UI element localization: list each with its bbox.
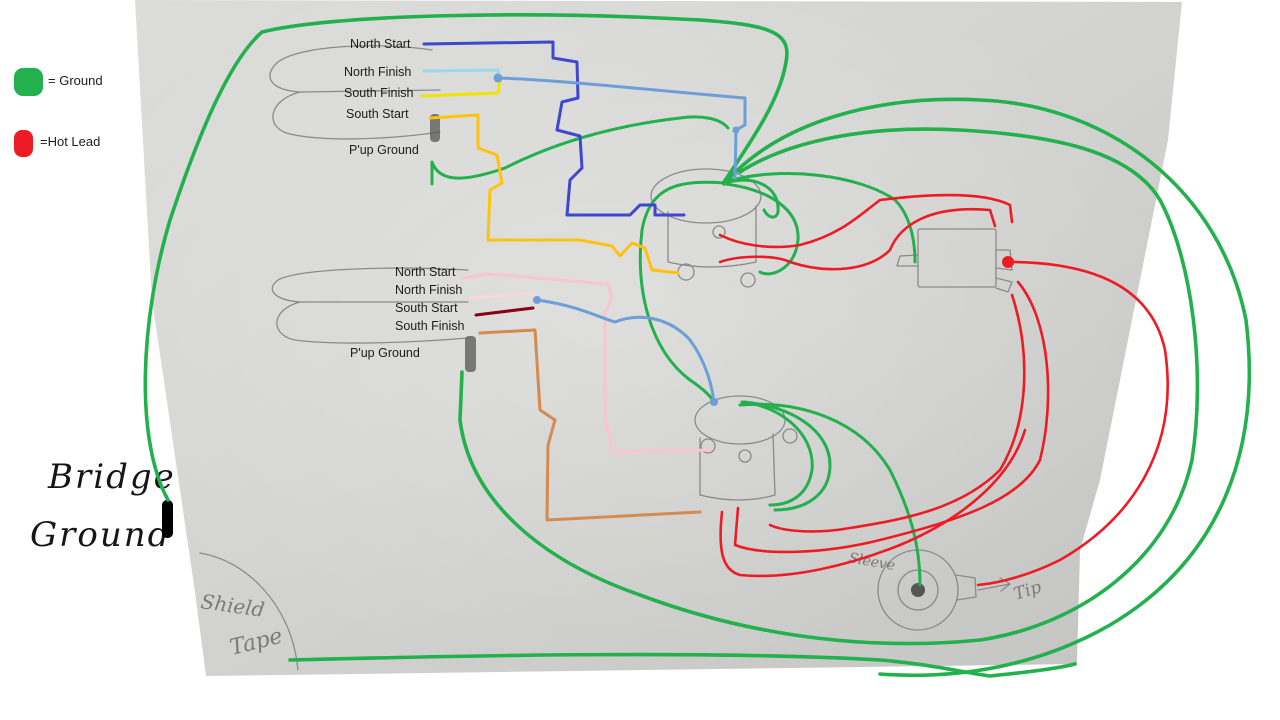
pickup-bottom-labels: North Start North Finish South Start Sou… xyxy=(350,265,465,360)
ground-wire-pot1-loop-a xyxy=(726,178,780,219)
pickup-top-leads xyxy=(420,40,747,275)
wire-bottom-south-finish xyxy=(478,328,702,522)
bridge-ground-mark xyxy=(162,500,173,538)
bottom-north-finish-label: North Finish xyxy=(395,283,462,297)
hot-wire-pot1-switch-b xyxy=(718,207,997,271)
bottom-pickup-ground-label: P'up Ground xyxy=(350,346,420,360)
hot-wire-switch-to-jack-tip xyxy=(976,260,1169,587)
ground-wire-shield xyxy=(288,652,1077,678)
top-north-finish-label: North Finish xyxy=(344,65,411,79)
pot1-series-joint-dot xyxy=(732,126,740,134)
pencil-sketch xyxy=(199,45,1013,671)
hot-wire-pot2-loop xyxy=(719,428,1027,578)
switch-output-dot xyxy=(1002,256,1014,268)
wire-top-south-start xyxy=(428,113,680,275)
top-south-start-label: South Start xyxy=(346,107,409,121)
hot-wire-switch-to-pot2-a xyxy=(733,280,1050,554)
legend-hot-lead-label: =Hot Lead xyxy=(40,134,100,149)
pot-1 xyxy=(650,168,762,288)
legend-ground-label: = Ground xyxy=(48,73,103,88)
ground-wire-pickup-bottom xyxy=(458,127,1200,646)
hot-lead-wires xyxy=(718,193,1169,587)
wire-bottom-north-start xyxy=(461,272,712,454)
ground-wire-bridge-loop xyxy=(143,13,789,502)
pickup-top-ground-mark xyxy=(430,114,440,142)
pickup-top-outline xyxy=(269,45,441,142)
ground-wire-pot1-to-switch xyxy=(723,172,917,264)
wire-top-south-finish xyxy=(420,79,502,98)
bottom-south-finish-label: South Finish xyxy=(395,319,465,333)
ground-swatch xyxy=(14,68,43,96)
wire-bottom-series-link xyxy=(535,298,716,404)
ground-label: Ground xyxy=(30,515,171,555)
ground-wire-outer-right xyxy=(722,97,1252,678)
bottom-series-joint-dot xyxy=(533,296,541,304)
pot-2 xyxy=(694,395,798,501)
bottom-south-start-label: South Start xyxy=(395,301,458,315)
ground-wire-pot1-to-pot2 xyxy=(638,180,726,404)
ground-wires xyxy=(143,13,1252,678)
pickup-bottom-ground-mark xyxy=(465,336,476,372)
jack-center xyxy=(911,583,925,597)
pot2-series-joint-dot xyxy=(710,398,718,406)
wire-bottom-south-start xyxy=(474,306,535,317)
paper-highlight xyxy=(135,0,1182,676)
shield-tape-arc xyxy=(199,552,299,671)
pickup-top-labels: North Start North Finish South Finish So… xyxy=(344,37,419,157)
ground-wire-pot2-loop-b xyxy=(743,400,814,507)
hot-lead-swatch xyxy=(14,130,33,157)
wire-top-north-start xyxy=(422,40,686,217)
top-north-start-label: North Start xyxy=(350,37,411,51)
hot-wire-pot1-switch-a xyxy=(718,193,1014,249)
ground-wire-pickup-top xyxy=(430,115,730,186)
top-south-finish-label: South Finish xyxy=(344,86,414,100)
ground-wire-pot1-loop-b xyxy=(724,182,800,276)
pickup-bottom-leads xyxy=(461,272,718,522)
top-series-joint-dot xyxy=(493,73,503,83)
bottom-north-start-label: North Start xyxy=(395,265,456,279)
ground-wire-pot2-loop-a xyxy=(740,400,832,512)
hot-wire-switch-to-pot2-b xyxy=(768,293,1026,533)
top-pickup-ground-label: P'up Ground xyxy=(349,143,419,157)
legend: = Ground =Hot Lead xyxy=(14,68,103,157)
ground-wire-pot2-to-jack xyxy=(738,402,922,587)
pickup-bottom-outline xyxy=(271,267,476,372)
wire-top-series-link xyxy=(496,76,747,180)
